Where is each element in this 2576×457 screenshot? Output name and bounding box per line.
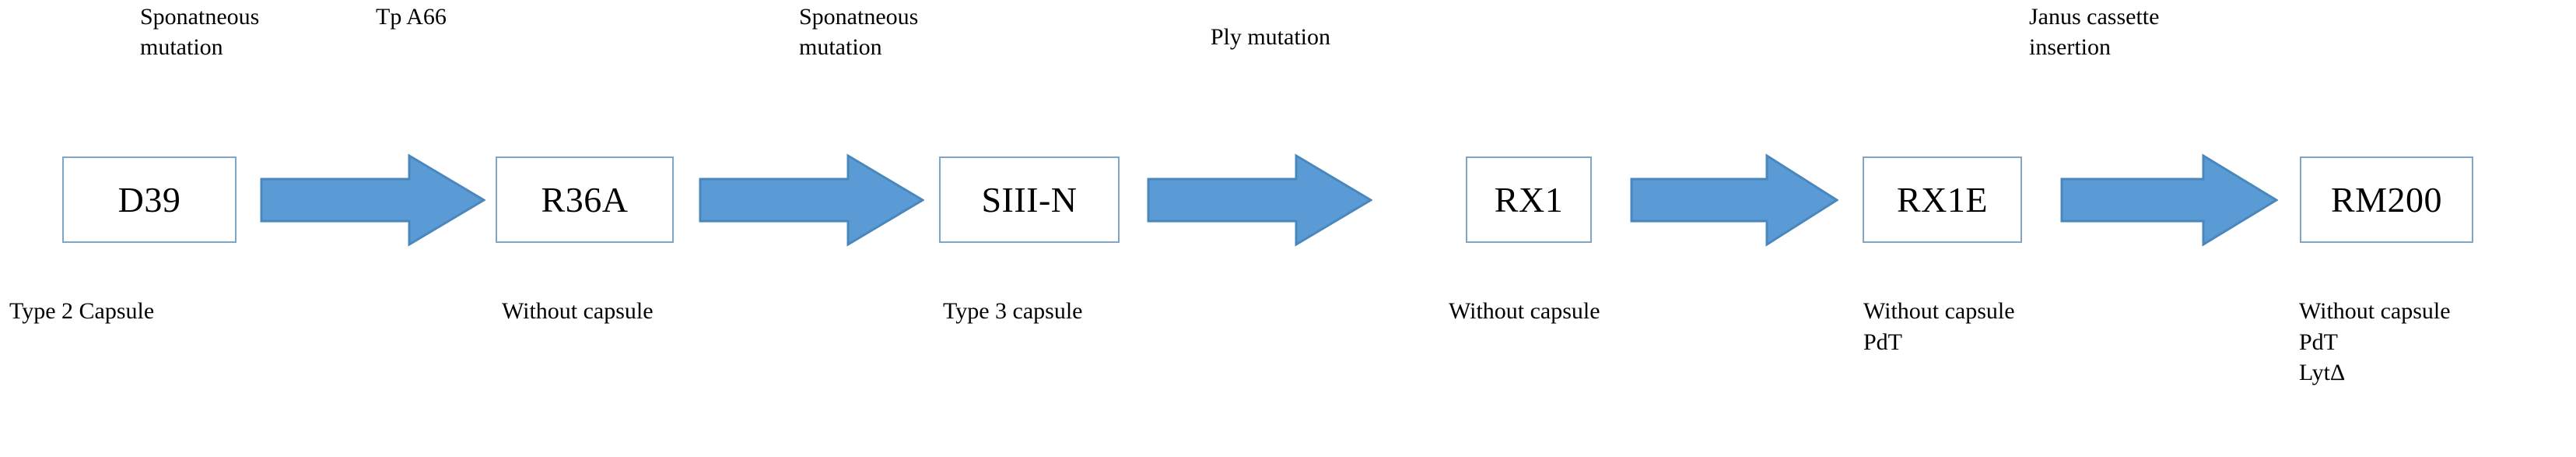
transition-label-r36a-to-siiin: Tp A66	[376, 4, 447, 30]
strain-label-r36a: R36A	[541, 179, 629, 220]
strain-label-rm200: RM200	[2330, 179, 2443, 220]
strain-box-d39[interactable]: D39	[62, 156, 237, 243]
strain-label-rx1: RX1	[1494, 179, 1564, 220]
phenotype-caption-siii-n: Type 3 capsule	[943, 298, 1083, 324]
strain-box-rx1e[interactable]: RX1E	[1863, 156, 2022, 243]
phenotype-caption-r36a: Without capsule	[502, 298, 654, 324]
arrow-siii-n-to-rx1	[1147, 149, 1372, 251]
transition-label-rx1-to-rx1e: Ply mutation	[1210, 24, 1330, 50]
transition-label-siiin-to-rx1: Sponatneous mutation	[799, 4, 919, 60]
strain-box-rx1[interactable]: RX1	[1466, 156, 1592, 243]
arrow-r36a-to-siii-n	[699, 149, 924, 251]
strain-label-rx1e: RX1E	[1897, 179, 1988, 220]
transition-label-rx1e-to-rm200: Janus cassette insertion	[2029, 4, 2160, 60]
phenotype-caption-rm200: Without capsule PdT LytΔ	[2299, 298, 2451, 386]
strain-box-r36a[interactable]: R36A	[496, 156, 674, 243]
arrow-rx1-to-rx1e	[1630, 149, 1838, 251]
arrow-rx1e-to-rm200	[2060, 149, 2278, 251]
arrow-d39-to-r36a	[260, 149, 485, 251]
strain-box-siii-n[interactable]: SIII-N	[939, 156, 1120, 243]
phenotype-caption-rx1: Without capsule	[1449, 298, 1600, 324]
phenotype-caption-rx1e: Without capsule PdT	[1863, 298, 2015, 355]
strain-label-d39: D39	[117, 179, 181, 220]
phenotype-caption-d39: Type 2 Capsule	[9, 298, 155, 324]
strain-label-siii-n: SIII-N	[981, 179, 1078, 220]
transition-label-d39-to-r36a: Sponatneous mutation	[140, 4, 260, 60]
strain-box-rm200[interactable]: RM200	[2300, 156, 2473, 243]
